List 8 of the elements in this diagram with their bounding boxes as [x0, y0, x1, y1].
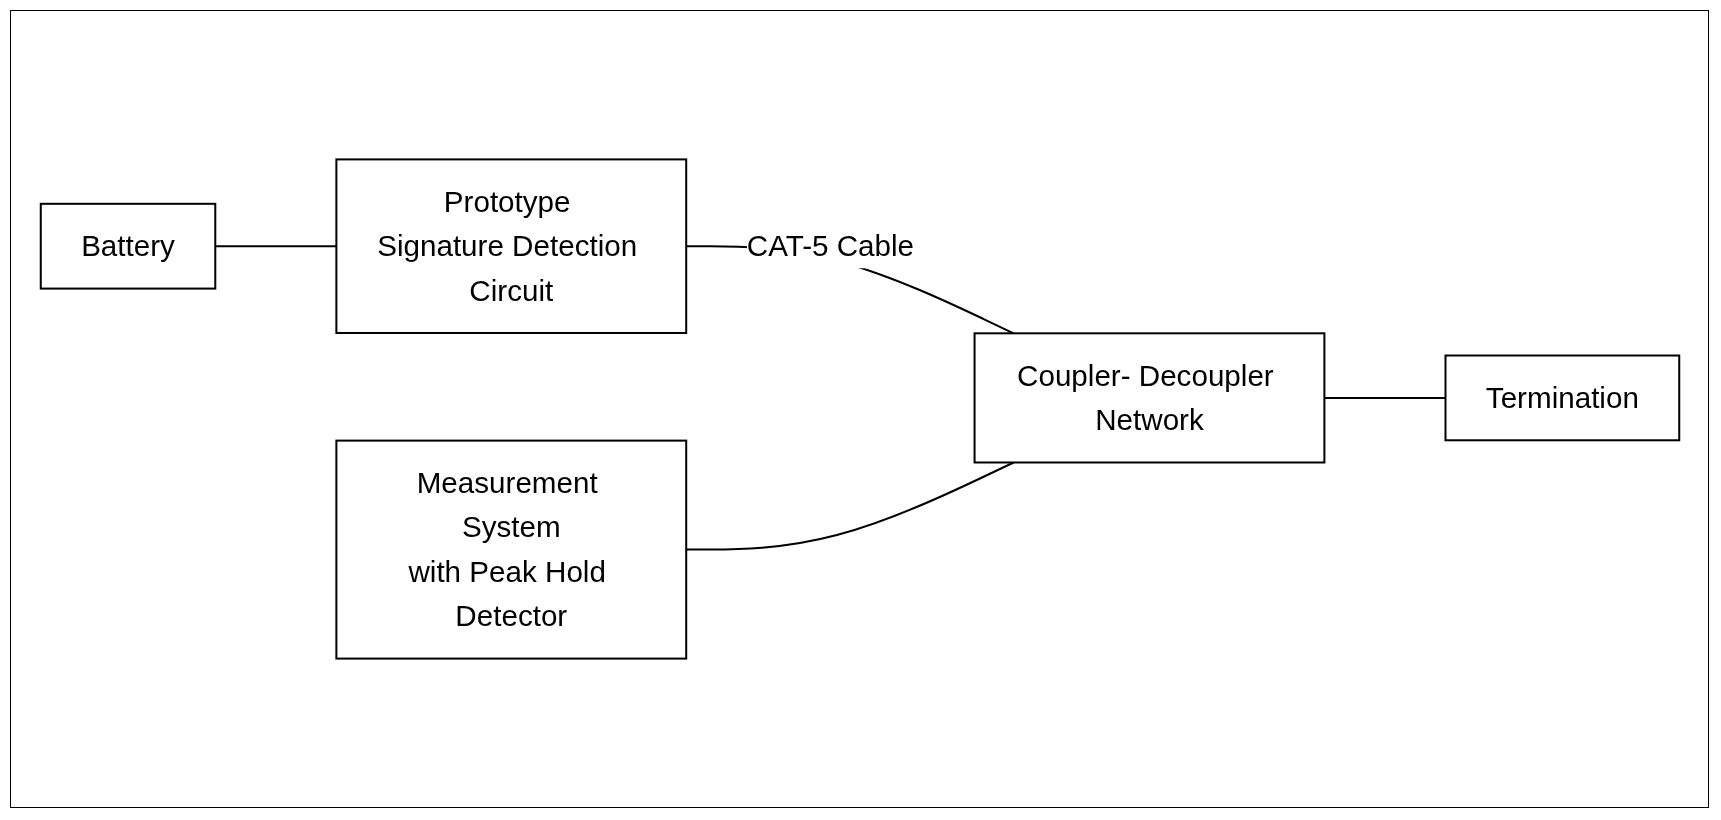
node-box: Coupler- Decoupler Network [973, 332, 1325, 464]
connector [1323, 396, 1445, 399]
node-box: Battery [39, 202, 216, 290]
node-box: Measurement System with Peak Hold Detector [334, 439, 687, 660]
node-box: Prototype Signature Detection Circuit [334, 158, 687, 334]
node-box: Termination [1444, 354, 1680, 442]
connector [214, 245, 336, 248]
edge-label: CAT-5 Cable [746, 229, 914, 264]
